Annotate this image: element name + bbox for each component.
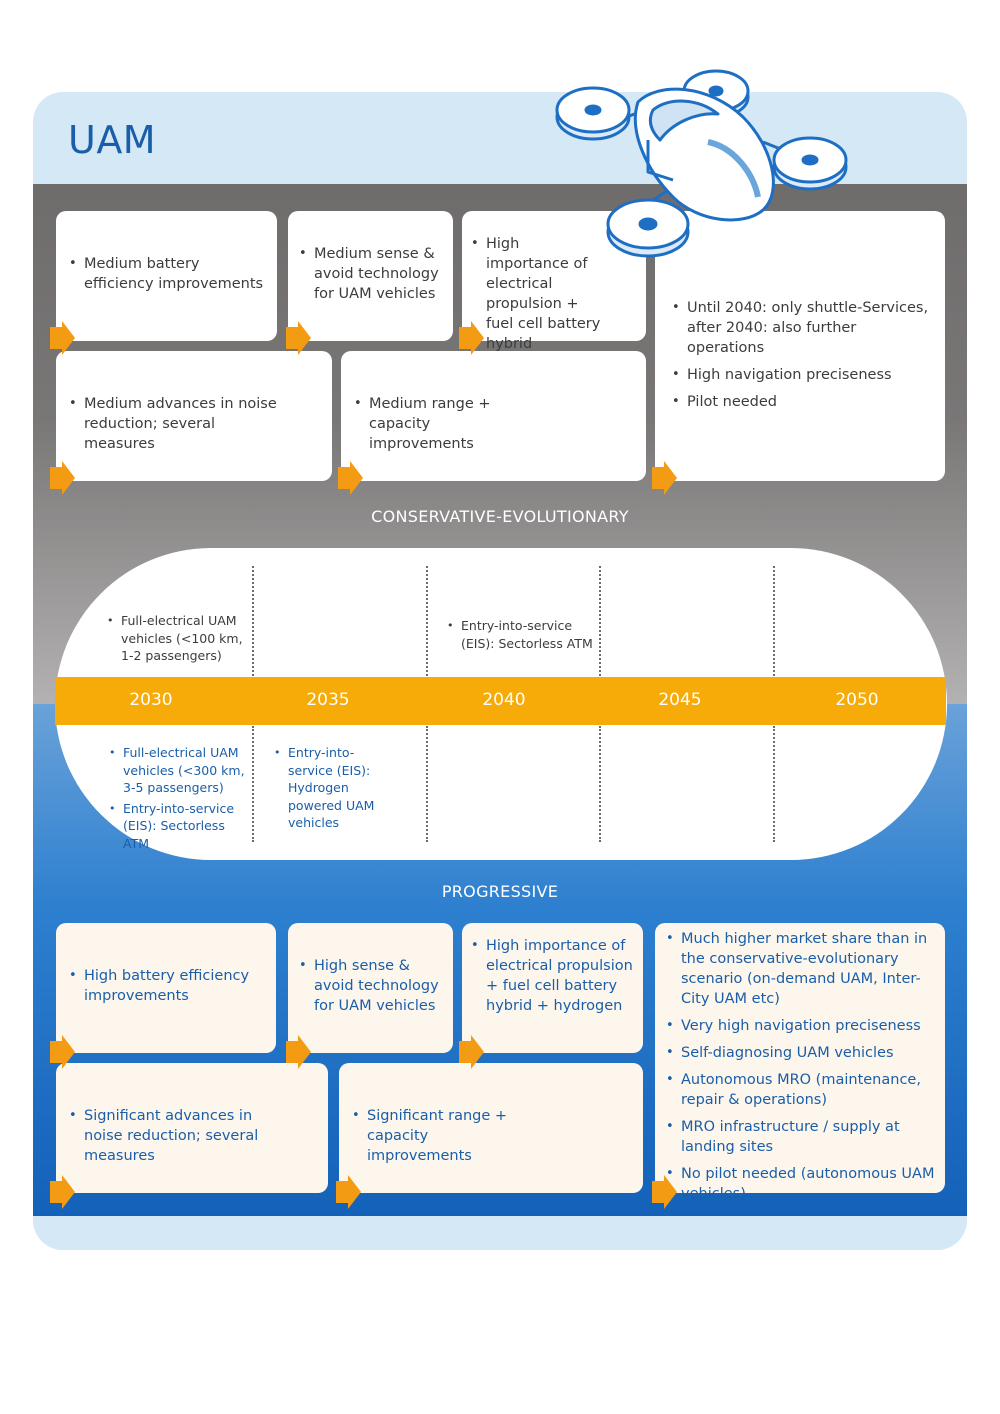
timeline-divider <box>252 726 254 842</box>
note-item: Entry-into-service (EIS): Sectorless ATM <box>109 800 249 853</box>
timeline-divider <box>252 566 254 676</box>
arrow-right-icon <box>50 461 75 495</box>
note-item: Entry-into-service (EIS): Sectorless ATM <box>447 617 595 652</box>
bullet-item: High navigation preciseness <box>665 365 935 385</box>
note-item: Full-electrical UAM vehicles (<300 km, 3… <box>109 744 249 797</box>
bullet-item: MRO infrastructure / supply at landing s… <box>659 1117 941 1157</box>
timeline-note-conservative-2040: Entry-into-service (EIS): Sectorless ATM <box>447 617 595 652</box>
arrow-right-icon <box>336 1175 361 1209</box>
bullet-item: Medium sense & avoid technology for UAM … <box>292 244 449 304</box>
conservative-box-sense-avoid: Medium sense & avoid technology for UAM … <box>288 211 453 341</box>
conservative-box-battery: Medium battery efficiency improvements <box>56 211 277 341</box>
bullet-item: Significant advances in noise reduction;… <box>62 1106 322 1166</box>
timeline-divider <box>599 726 601 842</box>
arrow-right-icon <box>50 1175 75 1209</box>
progressive-box-noise: Significant advances in noise reduction;… <box>56 1063 328 1193</box>
progressive-box-propulsion: High importance of electrical propulsion… <box>462 923 643 1053</box>
note-item: Entry-into-service (EIS): Hydrogen power… <box>274 744 396 832</box>
bullet-item: Medium range + capacity improvements <box>347 394 640 454</box>
arrow-right-icon <box>652 1175 677 1209</box>
timeline-divider <box>426 726 428 842</box>
bullet-item: Very high navigation preciseness <box>659 1016 941 1036</box>
arrow-right-icon <box>459 1035 484 1069</box>
timeline-divider <box>599 566 601 676</box>
bullet-item: Much higher market share than in the con… <box>659 929 941 1009</box>
bullet-item: Self-diagnosing UAM vehicles <box>659 1043 941 1063</box>
progressive-box-operations: Much higher market share than in the con… <box>655 923 945 1202</box>
progressive-box-sense-avoid: High sense & avoid technology for UAM ve… <box>288 923 453 1053</box>
progressive-box-battery: High battery efficiency improvements <box>56 923 276 1053</box>
bullet-item: Medium advances in noise reduction; seve… <box>62 394 326 454</box>
timeline-note-progressive-2030: Full-electrical UAM vehicles (<300 km, 3… <box>109 744 249 852</box>
page-title: UAM <box>68 118 157 162</box>
bullet-item: Pilot needed <box>665 392 935 412</box>
bullet-item: Until 2040: only shuttle-Services, after… <box>665 298 935 358</box>
bullet-item: Autonomous MRO (maintenance, repair & op… <box>659 1070 941 1110</box>
timeline-year: 2035 <box>306 690 350 710</box>
timeline-year: 2045 <box>658 690 702 710</box>
timeline-year: 2050 <box>835 690 879 710</box>
progressive-label: PROGRESSIVE <box>441 882 559 901</box>
timeline-note-progressive-2035: Entry-into-service (EIS): Hydrogen power… <box>274 744 396 832</box>
bullet-item: Significant range + capacity improvement… <box>345 1106 637 1166</box>
bullet-item: High battery efficiency improvements <box>62 966 270 1006</box>
bullet-item: High importance of electrical propulsion… <box>464 234 644 354</box>
conservative-box-noise: Medium advances in noise reduction; seve… <box>56 351 332 481</box>
arrow-right-icon <box>652 461 677 495</box>
bullet-item: High sense & avoid technology for UAM ve… <box>292 956 449 1016</box>
timeline-divider <box>773 726 775 842</box>
arrow-right-icon <box>286 1035 311 1069</box>
drone-icon <box>555 69 848 258</box>
timeline-divider <box>773 566 775 676</box>
conservative-label: CONSERVATIVE-EVOLUTIONARY <box>371 507 629 526</box>
note-item: Full-electrical UAM vehicles (<100 km, 1… <box>107 612 247 665</box>
bottom-strip <box>33 1216 967 1250</box>
timeline-divider <box>426 566 428 676</box>
arrow-right-icon <box>50 1035 75 1069</box>
arrow-right-icon <box>459 321 484 355</box>
conservative-box-range: Medium range + capacity improvements <box>341 351 646 481</box>
timeline-note-conservative-2030: Full-electrical UAM vehicles (<100 km, 1… <box>107 612 247 665</box>
bullet-item: No pilot needed (autonomous UAM vehicles… <box>659 1164 941 1204</box>
timeline-year: 2030 <box>129 690 173 710</box>
arrow-right-icon <box>338 461 363 495</box>
bullet-item: Medium battery efficiency improvements <box>62 254 271 294</box>
arrow-right-icon <box>50 321 75 355</box>
timeline-year: 2040 <box>482 690 526 710</box>
progressive-box-range: Significant range + capacity improvement… <box>339 1063 643 1193</box>
arrow-right-icon <box>286 321 311 355</box>
conservative-box-operations: Until 2040: only shuttle-Services, after… <box>655 211 945 481</box>
timeline-bar <box>55 677 946 725</box>
bullet-item: High importance of electrical propulsion… <box>464 936 641 1016</box>
